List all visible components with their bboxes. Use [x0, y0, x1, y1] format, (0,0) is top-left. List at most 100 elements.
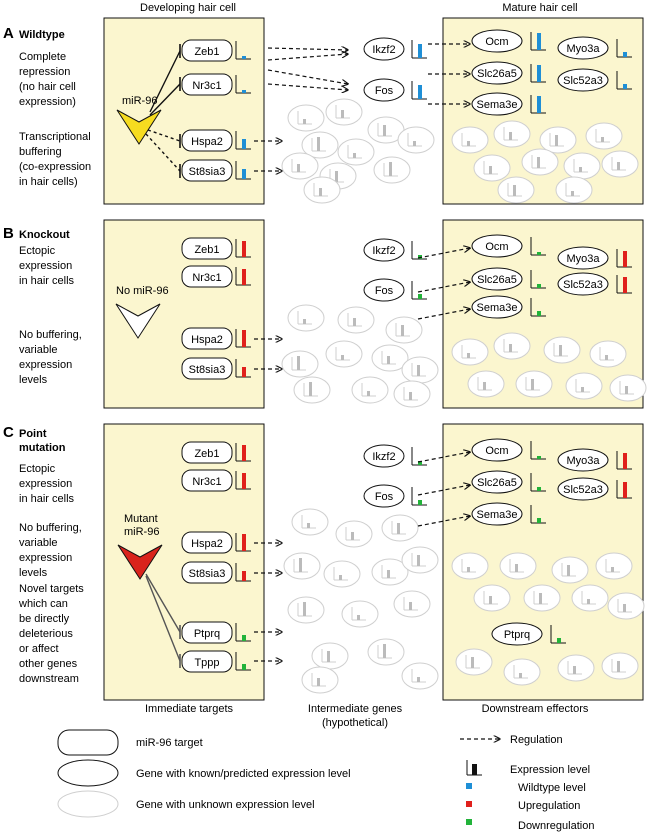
legend-target-shape	[57, 729, 119, 756]
unknown-gene-B-1-bar	[353, 318, 356, 326]
effector-B-0-oval	[471, 234, 523, 258]
unknown-effector-C-1-bar	[515, 564, 518, 572]
target-expr-C-5-bar	[242, 664, 246, 670]
intermediate-B-1-label: Fos	[375, 285, 394, 297]
target-C-3-box	[181, 561, 233, 584]
unknown-effector-A-7-bar	[617, 162, 620, 170]
panel-desc1-A: repression	[19, 66, 70, 78]
unknown-gene-A-3-bar	[317, 137, 320, 151]
target-expr-B-1-bar	[242, 269, 246, 285]
effector-expr-B-2-bar	[537, 284, 541, 288]
intermediate-B-1-oval	[363, 278, 405, 302]
legend-target-label: miR-96 target	[136, 737, 203, 749]
unknown-gene-B-0-bar	[303, 319, 306, 324]
legend: miR-96 target Gene with known/predicted …	[57, 729, 594, 832]
effector-A-1-label: Myo3a	[566, 43, 600, 55]
effector-C-5-label: Ptprq	[504, 629, 530, 641]
unknown-gene-B-9-bar	[409, 392, 412, 400]
target-B-3-label: St8sia3	[189, 364, 226, 376]
unknown-gene-A-2-bar	[383, 125, 386, 136]
legend-known-label: Gene with known/predicted expression lev…	[136, 768, 351, 780]
target-expr-C-1-bar	[242, 473, 246, 489]
effector-expr-B-3-bar	[623, 277, 627, 293]
unknown-effector-B-2-bar	[559, 345, 562, 356]
target-expr-B-3-bar	[242, 367, 246, 377]
legend-downregulation-swatch	[466, 819, 472, 825]
mirna-arrowhead-A	[116, 109, 162, 145]
unknown-effector-C-7-bar	[623, 604, 626, 612]
unknown-effector-B-5-bar	[531, 379, 534, 390]
effector-expr-A-1-bar	[623, 52, 627, 57]
unknown-effector-C-9-bar	[519, 673, 522, 678]
unknown-effector-B-1-bar	[509, 344, 512, 352]
unknown-effector-C-3-bar	[611, 567, 614, 572]
target-expr-C-2-bar	[242, 534, 246, 551]
unknown-gene-A-5-bar	[297, 164, 300, 172]
target-C-1-box	[181, 469, 233, 492]
unknown-effector-C-8-bar	[471, 657, 474, 668]
column-header-developing: Developing hair cell	[140, 2, 236, 14]
unknown-effector-A-6-bar	[579, 167, 582, 172]
intermediate-expr-A-1-bar	[418, 85, 422, 99]
effector-C-4-label: Sema3e	[477, 509, 518, 521]
panel-desc3-C: Novel targets	[19, 583, 84, 595]
panel-letter-C: C	[3, 424, 14, 441]
panel-desc3-C: deleterious	[19, 628, 73, 640]
unknown-gene-C-8-bar	[357, 615, 360, 620]
panel-desc1-B: in hair cells	[19, 275, 75, 287]
target-C-0-box	[181, 441, 233, 464]
panel-desc1-C: Ectopic	[19, 463, 56, 475]
unknown-gene-B-6-bar	[417, 365, 420, 376]
panel-desc2-B: variable	[19, 344, 58, 356]
effector-expr-C-3-bar	[623, 482, 627, 498]
legend-expression-icon	[466, 760, 482, 776]
effector-C-3-label: Slc52a3	[563, 484, 603, 496]
unknown-effector-B-7-bar	[625, 386, 628, 394]
unknown-gene-A-8-oval	[397, 126, 435, 154]
unknown-gene-A-7-bar	[389, 162, 392, 176]
unknown-effector-C-9-oval	[503, 658, 541, 686]
target-expr-C-0-bar	[242, 445, 246, 461]
footer-intermediate-sub: (hypothetical)	[322, 717, 388, 729]
unknown-effector-C-6-oval	[571, 584, 609, 612]
effector-reg-arrow-C-2	[417, 516, 470, 527]
unknown-gene-C-9-bar	[409, 602, 412, 610]
target-C-5-label: Tppp	[194, 657, 219, 669]
panel-letter-B: B	[3, 225, 14, 242]
effector-A-1-oval	[557, 36, 609, 60]
target-A-2-label: Hspa2	[191, 136, 223, 148]
effector-C-1-oval	[557, 448, 609, 472]
intermediate-A-0-label: Ikzf2	[372, 44, 395, 56]
unknown-gene-A-0-bar	[303, 119, 306, 124]
unknown-effector-A-0-bar	[467, 141, 470, 146]
column-header-mature: Mature hair cell	[502, 2, 577, 14]
legend-wildtype-swatch	[466, 783, 472, 789]
panel-desc1-C: expression	[19, 478, 72, 490]
footer-downstream-effectors: Downstream effectors	[482, 703, 589, 715]
intermediate-expr-B-1-bar	[418, 294, 422, 299]
intermediate-A-0-oval	[363, 37, 405, 61]
panel-desc1-C: in hair cells	[19, 493, 75, 505]
unknown-gene-A-9-bar	[319, 188, 322, 196]
panel-title-B: Knockout	[19, 229, 70, 241]
effector-expr-A-0-bar	[537, 33, 541, 50]
panel-desc3-C: downstream	[19, 673, 79, 685]
unknown-effector-B-6-bar	[581, 387, 584, 392]
target-B-0-box	[181, 237, 233, 260]
target-A-3-box	[181, 159, 233, 182]
unknown-gene-B-0-oval	[287, 304, 325, 332]
unknown-effector-C-2-bar	[567, 565, 570, 576]
repression-line-A-0	[149, 50, 181, 113]
intermediate-expr-C-0-bar	[418, 461, 422, 465]
target-A-1-box	[181, 73, 233, 96]
unknown-effector-A-9-bar	[571, 191, 574, 196]
intermediate-C-0-label: Ikzf2	[372, 451, 395, 463]
mirna-label-B: No miR-96	[116, 285, 169, 297]
unknown-effector-C-3-oval	[595, 552, 633, 580]
effector-B-2-oval	[471, 267, 523, 291]
legend-unknown-label: Gene with unknown expression level	[136, 799, 315, 811]
unknown-gene-C-11-bar	[383, 644, 386, 658]
unknown-effector-B-3-bar	[605, 355, 608, 360]
